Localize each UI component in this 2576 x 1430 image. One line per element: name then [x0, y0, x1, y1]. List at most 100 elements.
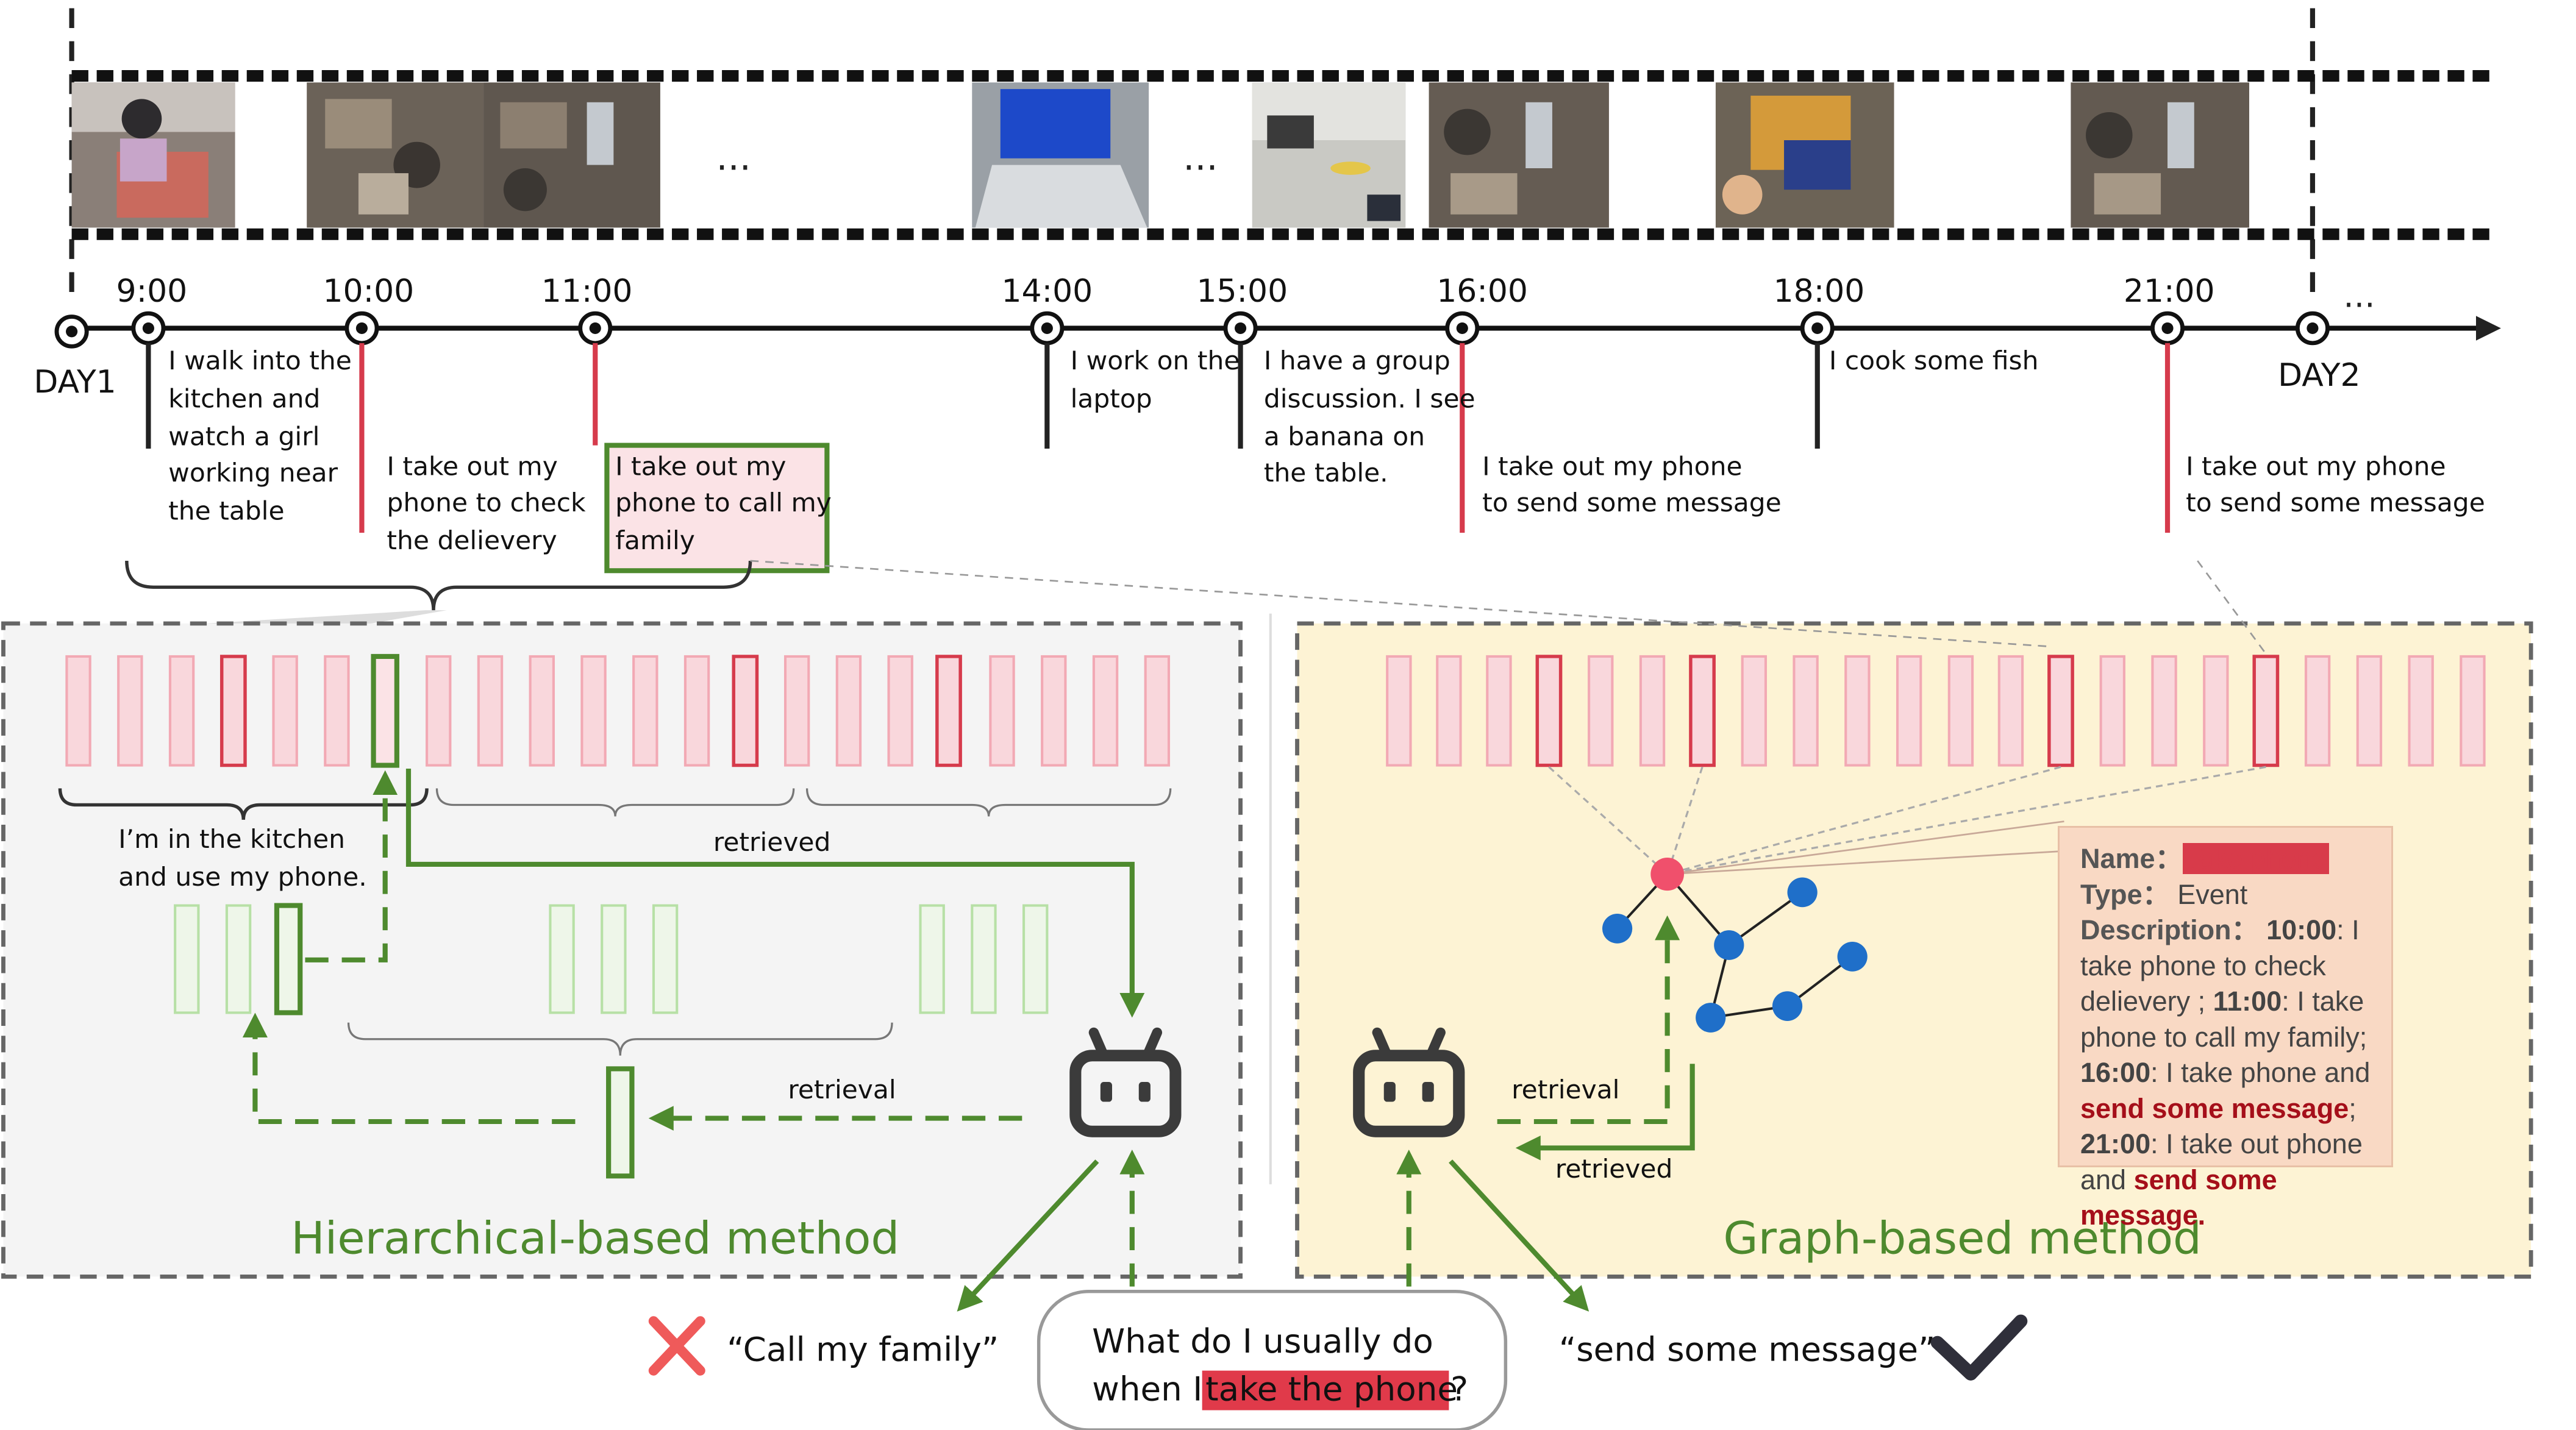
memory-frame: [529, 655, 555, 767]
timeline: ... DAY1 DAY2 9:00 10:00 11:00 14:00 15:…: [34, 273, 2501, 630]
event-caption-1100-highlight-box: [604, 443, 830, 574]
film-ellipsis-2: ...: [1183, 137, 1218, 179]
memory-frame: [426, 655, 452, 767]
memory-frame-event: [1689, 655, 1716, 767]
event-caption-2100: I take out my phone to send some message: [2186, 452, 2485, 518]
memory-frame: [632, 655, 658, 767]
memory-frame: [1486, 655, 1512, 767]
graph-memory-frames: [1386, 655, 2486, 767]
memory-frame-event: [935, 655, 962, 767]
memory-frame: [683, 655, 710, 767]
wrong-answer: “Call my family”: [727, 1331, 999, 1369]
memory-frame: [1947, 655, 1974, 767]
memory-frame: [1793, 655, 1819, 767]
memory-frame: [1741, 655, 1768, 767]
memory-frame: [65, 655, 91, 767]
node-link: [1548, 766, 1668, 875]
segment-brace-3: [805, 788, 1172, 817]
event-caption-900: I walk into the kitchen and watch a girl…: [168, 346, 360, 525]
query-highlight-bg: [1202, 1370, 1449, 1410]
memory-frame: [2356, 655, 2383, 767]
graph-method-title: Graph-based method: [1723, 1213, 2202, 1265]
memory-frame-event: [2047, 655, 2074, 767]
memory-frame: [1997, 655, 2024, 767]
cross-icon: [648, 1316, 705, 1376]
timeline-marker-1100: [578, 311, 613, 346]
timeline-marker-1600: [1445, 311, 1480, 346]
graph-retrieval-label: retrieval: [1511, 1075, 1619, 1105]
memory-frame: [783, 655, 810, 767]
node-link: [1666, 766, 1704, 875]
time-label: 10:00: [323, 273, 414, 310]
summary-frame: [549, 904, 575, 1014]
summary-frame-selected: [274, 903, 303, 1016]
memory-frame: [2203, 655, 2229, 767]
summary-frame: [1022, 904, 1049, 1014]
time-label: 14:00: [1001, 273, 1093, 310]
memory-frame: [1639, 655, 1666, 767]
timeline-marker-1800: [1800, 311, 1835, 346]
time-label: 9:00: [116, 273, 188, 310]
summary-frame: [652, 904, 679, 1014]
projection-line: [750, 560, 2051, 648]
hierarchical-method-title: Hierarchical-based method: [291, 1213, 899, 1265]
video-frame-phone: [483, 82, 660, 228]
hierarchical-retrieval-label: retrieval: [788, 1075, 896, 1105]
time-label: 21:00: [2124, 273, 2215, 310]
node-to-info-link: [1667, 820, 2064, 875]
summary-frame: [174, 904, 200, 1014]
memory-frame: [324, 655, 350, 767]
right-answer: “send some message”: [1559, 1331, 1935, 1369]
knowledge-graph: [1602, 858, 1868, 1033]
memory-frame: [1436, 655, 1462, 767]
entity-info-box: Name：Take phone Type： Event Description：…: [2058, 826, 2393, 1231]
check-icon: [1930, 1314, 2028, 1381]
projection-line: [2197, 560, 2265, 652]
memory-frame: [1844, 655, 1871, 767]
memory-frame: [477, 655, 504, 767]
event-caption-1400: I work on the laptop: [1071, 346, 1248, 413]
timeline-end-ellipsis: ...: [2343, 277, 2375, 315]
graph-node-take-phone: [1650, 858, 1684, 891]
memory-frame-event: [732, 655, 759, 767]
memory-frame: [1386, 655, 1412, 767]
memory-frame: [2460, 655, 2486, 767]
node-to-info-link: [1667, 850, 2064, 875]
video-frame-office: [1252, 82, 1406, 228]
graph-retrieved-solid-arrow: [1515, 1064, 1695, 1161]
retrieved-solid-arrow: [405, 768, 1145, 1018]
timeline-marker-1400: [1030, 311, 1065, 346]
timeline-marker-900: [131, 311, 166, 346]
memory-frame: [1144, 655, 1171, 767]
memory-frame-event: [219, 655, 247, 767]
hierarchical-memory-frames: [65, 653, 1171, 768]
retrieval-dashed-arrow-level2: [242, 1012, 576, 1125]
summary-frame: [225, 904, 252, 1014]
query-line-2: when I take the phone ?: [1092, 1370, 1468, 1409]
event-caption-1100: I take out my phone to call my family: [615, 452, 840, 556]
summary-frame: [601, 904, 627, 1014]
memory-frame: [887, 655, 913, 767]
graph-node: [1787, 877, 1818, 908]
summary-frame: [919, 904, 945, 1014]
video-frame-table-3: [2071, 82, 2250, 228]
memory-frame: [1896, 655, 1922, 767]
hierarchical-retrieved-label: retrieved: [713, 827, 831, 857]
timeline-marker-day1: [54, 315, 89, 349]
memory-frame: [1041, 655, 1067, 767]
graph-node: [1772, 991, 1803, 1021]
segment-brace-1: [58, 788, 429, 820]
memory-frame: [272, 655, 298, 767]
graph-node: [1602, 914, 1633, 944]
memory-frame: [989, 655, 1015, 767]
timeline-marker-1500: [1223, 311, 1258, 346]
memory-frame: [2099, 655, 2125, 767]
film-strip: ... ...: [69, 8, 2496, 297]
hier-answer-arrow: [957, 1159, 1099, 1312]
info-name-value: Take phone: [2182, 843, 2330, 874]
memory-frame: [1588, 655, 1614, 767]
event-caption-1500: I have a group discussion. I see a banan…: [1264, 346, 1483, 488]
segment-brace-2: [435, 788, 795, 817]
video-frame-cooking: [1715, 82, 1894, 228]
